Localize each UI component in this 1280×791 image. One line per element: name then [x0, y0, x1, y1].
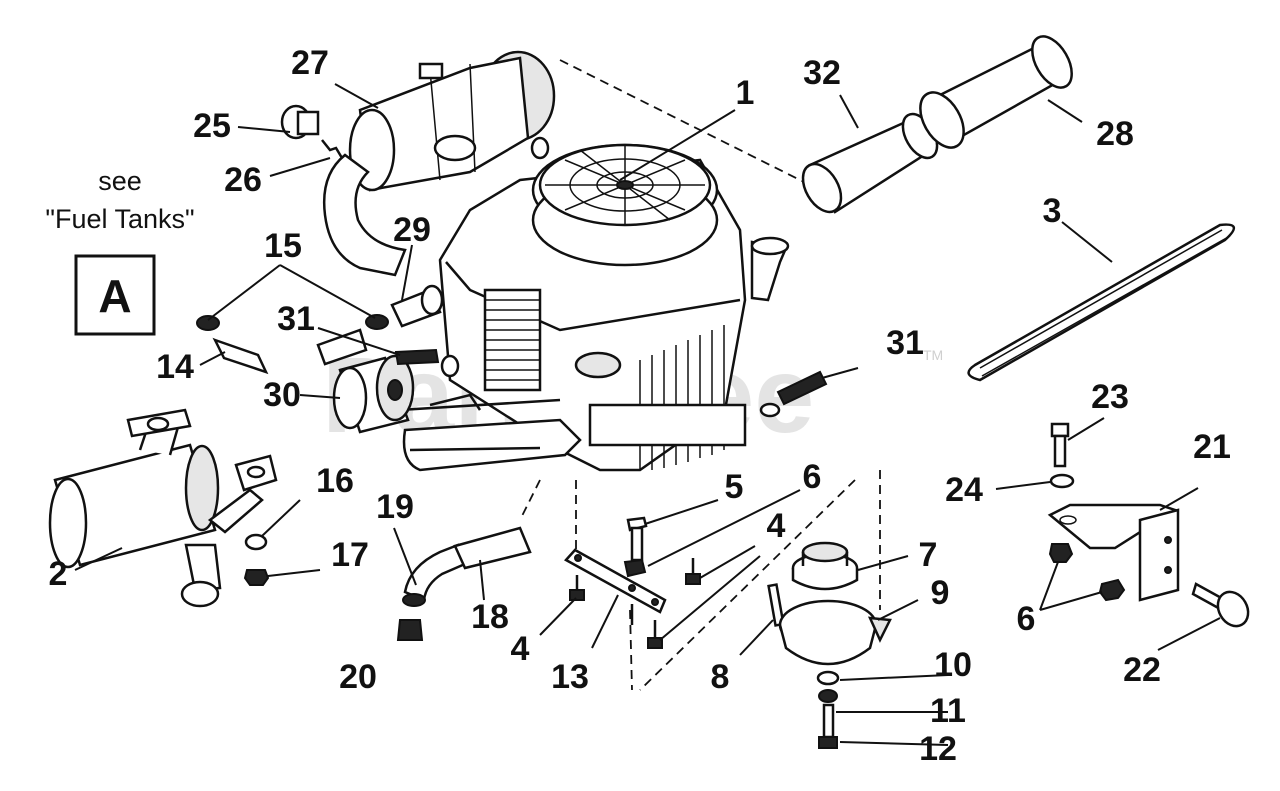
- nut-6-right-part[interactable]: [1048, 543, 1074, 563]
- lock-washer-11-part[interactable]: [818, 689, 838, 703]
- callout-23[interactable]: 23: [1091, 378, 1129, 416]
- callout-12[interactable]: 12: [919, 730, 957, 768]
- muffler-part[interactable]: [48, 408, 278, 608]
- assembly-line: [559, 59, 831, 196]
- assembly-line: [519, 479, 541, 521]
- fuel-filter-part[interactable]: [390, 284, 444, 328]
- callout-10[interactable]: 10: [934, 646, 972, 684]
- callout-3[interactable]: 3: [1043, 192, 1062, 230]
- callout-11[interactable]: 11: [930, 692, 966, 730]
- bracket-13-part[interactable]: [564, 548, 667, 625]
- bracket-21-part[interactable]: [1047, 503, 1180, 602]
- callout-24[interactable]: 24: [945, 471, 983, 509]
- sleeve-32-part[interactable]: [795, 108, 944, 218]
- oil-line-part[interactable]: [402, 418, 582, 472]
- fuel-hose-14-part[interactable]: [212, 337, 269, 375]
- callout-29[interactable]: 29: [393, 211, 431, 249]
- bolt-22-part[interactable]: [1191, 582, 1254, 632]
- clutch-9-part[interactable]: [778, 599, 892, 666]
- callout-5[interactable]: 5: [725, 468, 744, 506]
- callout-21[interactable]: 21: [1193, 428, 1231, 466]
- callout-19[interactable]: 19: [376, 488, 414, 526]
- intake-tube-part[interactable]: [323, 153, 407, 277]
- engine-part[interactable]: [438, 143, 790, 472]
- callout-8[interactable]: 8: [711, 658, 730, 696]
- reference-box-a[interactable]: A: [74, 254, 156, 336]
- fuel-tanks-reference: "Fuel Tanks": [45, 204, 194, 234]
- screw-4-part[interactable]: [569, 575, 585, 601]
- callout-31-b[interactable]: 31: [886, 324, 924, 362]
- plug-20-part[interactable]: [396, 619, 424, 641]
- sleeve-28-part[interactable]: [911, 30, 1079, 155]
- callout-4[interactable]: 4: [511, 630, 530, 668]
- nut-17-part[interactable]: [243, 569, 270, 586]
- nut-6-right-part-b[interactable]: [1098, 578, 1126, 602]
- leader-lines: [74, 83, 1221, 746]
- callout-9[interactable]: 9: [931, 574, 950, 612]
- washer-10-part[interactable]: [816, 670, 840, 686]
- callout-6-b[interactable]: 6: [1017, 600, 1036, 638]
- drive-belt-part[interactable]: [967, 223, 1235, 382]
- assembly-line: [629, 609, 633, 691]
- callout-26[interactable]: 26: [224, 161, 262, 199]
- callout-28[interactable]: 28: [1096, 115, 1134, 153]
- watermark-tm: TM: [923, 347, 943, 363]
- callout-4-b[interactable]: 4: [767, 507, 786, 545]
- pulley-7-part[interactable]: [791, 541, 859, 591]
- nut-6-part[interactable]: [623, 558, 647, 578]
- screw-4-part-c[interactable]: [647, 620, 663, 649]
- air-cleaner-part[interactable]: [348, 50, 556, 192]
- screw-4-part-b[interactable]: [685, 558, 701, 585]
- hose-clamp-15-part[interactable]: [196, 315, 220, 331]
- fuel-hose-part[interactable]: [316, 328, 368, 366]
- bolt-5-part[interactable]: [626, 516, 648, 562]
- callout-16[interactable]: 16: [316, 462, 354, 500]
- oil-filter-part[interactable]: [332, 354, 415, 434]
- fitting-31-right-part[interactable]: [759, 370, 828, 418]
- callout-32[interactable]: 32: [803, 54, 841, 92]
- hose-clamp-15-part-b[interactable]: [365, 314, 389, 330]
- reference-box-letter: A: [98, 270, 131, 322]
- callout-22[interactable]: 22: [1123, 651, 1161, 689]
- callout-17[interactable]: 17: [331, 536, 369, 574]
- callout-1[interactable]: 1: [736, 74, 755, 112]
- callout-20[interactable]: 20: [339, 658, 377, 696]
- oil-drain-hose-18-part[interactable]: [453, 526, 532, 570]
- callout-25[interactable]: 25: [193, 107, 231, 145]
- elbow-19-part[interactable]: [403, 543, 467, 602]
- callout-6[interactable]: 6: [803, 458, 822, 496]
- bolt-12-part[interactable]: [818, 703, 838, 749]
- washer-24-part[interactable]: [1049, 473, 1075, 489]
- gasket-16-part[interactable]: [244, 533, 268, 551]
- callout-31[interactable]: 31: [277, 300, 315, 338]
- callout-15[interactable]: 15: [264, 227, 302, 265]
- assembly-line: [639, 479, 856, 691]
- callout-18[interactable]: 18: [471, 598, 509, 636]
- callout-7[interactable]: 7: [919, 536, 938, 574]
- callout-2[interactable]: 2: [49, 555, 68, 593]
- callout-30[interactable]: 30: [263, 376, 301, 414]
- callout-14[interactable]: 14: [156, 348, 194, 386]
- callout-13[interactable]: 13: [551, 658, 589, 696]
- fitting-31-left-part[interactable]: [394, 348, 440, 366]
- callout-27[interactable]: 27: [291, 44, 329, 82]
- bolt-23-part[interactable]: [1050, 422, 1070, 468]
- breather-part[interactable]: [280, 104, 320, 140]
- see-label: see: [98, 166, 142, 196]
- breather-hose-part[interactable]: [321, 139, 344, 159]
